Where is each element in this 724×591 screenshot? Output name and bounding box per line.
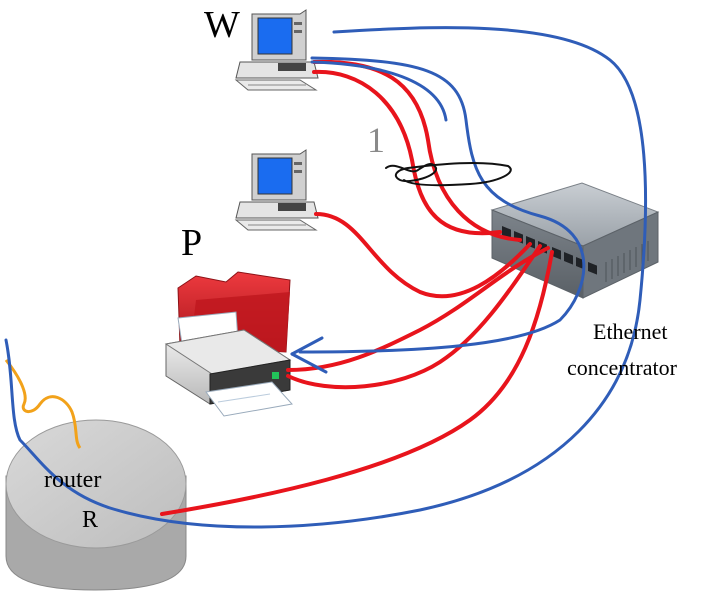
router-label-line1: router — [44, 467, 102, 493]
router-label-line2: R — [82, 507, 99, 533]
computer-p-label: P — [181, 222, 203, 264]
blue-cables — [4, 26, 648, 529]
annotation-loop — [385, 161, 512, 187]
desktop-computer-icon — [234, 9, 319, 91]
desktop-computer-icon — [234, 149, 319, 231]
hub-label-line1: Ethernet — [593, 319, 668, 344]
orange-cable — [4, 359, 82, 449]
arrow-icon — [290, 336, 328, 374]
hub-label-line2: concentrator — [567, 355, 677, 380]
computer-w-label: W — [204, 4, 240, 46]
printer-icon — [164, 311, 293, 417]
annotation-number: 1 — [367, 120, 385, 160]
router-icon — [5, 419, 187, 591]
